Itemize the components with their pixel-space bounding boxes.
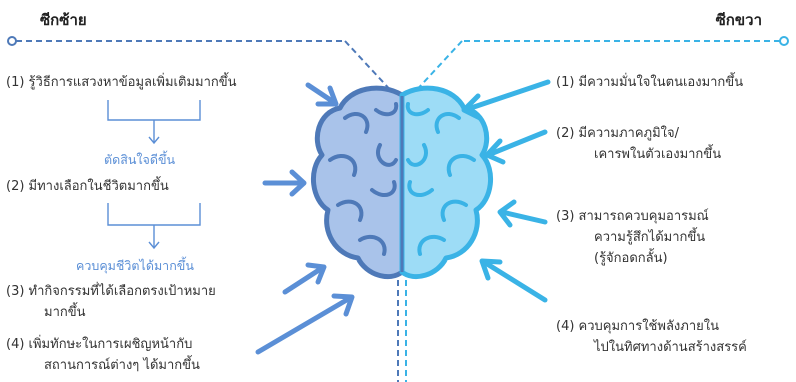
left-item-4-line-1: (4) เพิ่มทักษะในการเผชิญหน้ากับ bbox=[6, 337, 193, 352]
right-item-3-line-1: (3) สามารถควบคุมอารมณ์ bbox=[556, 209, 709, 224]
left-middle-label-1: ตัดสินใจดีขึ้น bbox=[104, 152, 176, 167]
arrow-icon bbox=[282, 262, 327, 295]
left-item-3: (3) ทำกิจกรรมที่ได้เลือกตรงเป้าหมาย มากข… bbox=[6, 281, 216, 323]
arrow-icon bbox=[305, 82, 339, 107]
right-item-2-line-2: เคารพในตัวเองมากขึ้น bbox=[594, 147, 722, 162]
left-item-3-line-2: มากขึ้น bbox=[44, 305, 86, 320]
right-hemisphere-header: ซีกขวา bbox=[715, 11, 762, 29]
arrow-icon bbox=[484, 129, 548, 165]
arrow-icon bbox=[479, 258, 548, 303]
arrow-icon bbox=[461, 79, 551, 121]
right-item-4: (4) ควบคุมการใช้พลังภายใน ไปในทิศทางด้าน… bbox=[556, 316, 747, 358]
right-item-2-line-1: (2) มีความภาคภูมิใจ/ bbox=[556, 126, 680, 141]
left-item-4: (4) เพิ่มทักษะในการเผชิญหน้ากับ สถานการณ… bbox=[6, 334, 200, 376]
left-item-2: (2) มีทางเลือกในชีวิตมากขึ้น bbox=[6, 179, 169, 194]
left-hemisphere-header: ซีกซ้าย bbox=[40, 11, 87, 29]
left-item-3-line-1: (3) ทำกิจกรรมที่ได้เลือกตรงเป้าหมาย bbox=[6, 284, 216, 299]
flow-connector-2 bbox=[107, 203, 201, 250]
right-item-3-line-2: ความรู้สึกได้มากขึ้น bbox=[594, 230, 706, 245]
left-middle-label-2: ควบคุมชีวิตได้มากขึ้น bbox=[76, 258, 194, 273]
arrow-icon bbox=[262, 169, 307, 197]
right-item-4-line-1: (4) ควบคุมการใช้พลังภายใน bbox=[556, 319, 719, 334]
arrow-icon bbox=[255, 293, 355, 355]
brain-illustration bbox=[310, 85, 494, 279]
flow-connector-1 bbox=[107, 100, 201, 145]
left-item-1: (1) รู้วิธีการแสวงหาข้อมูลเพิ่มเติมมากขึ… bbox=[6, 75, 237, 90]
right-item-2: (2) มีความภาคภูมิใจ/ เคารพในตัวเองมากขึ้… bbox=[556, 123, 721, 165]
arrow-icon bbox=[497, 199, 548, 228]
right-item-3-line-3: (รู้จักอดกลั้น) bbox=[594, 251, 668, 266]
right-item-3: (3) สามารถควบคุมอารมณ์ ความรู้สึกได้มากข… bbox=[556, 206, 709, 269]
stem-dashed-connector bbox=[397, 280, 407, 382]
right-item-1: (1) มีความมั่นใจในตนเองมากขึ้น bbox=[556, 75, 744, 90]
left-arrows bbox=[255, 82, 355, 355]
right-item-4-line-2: ไปในทิศทางด้านสร้างสรรค์ bbox=[594, 340, 747, 355]
left-dashed-connector bbox=[7, 36, 396, 96]
left-item-4-line-2: สถานการณ์ต่างๆ ได้มากขึ้น bbox=[44, 358, 200, 373]
right-arrows bbox=[461, 79, 551, 303]
